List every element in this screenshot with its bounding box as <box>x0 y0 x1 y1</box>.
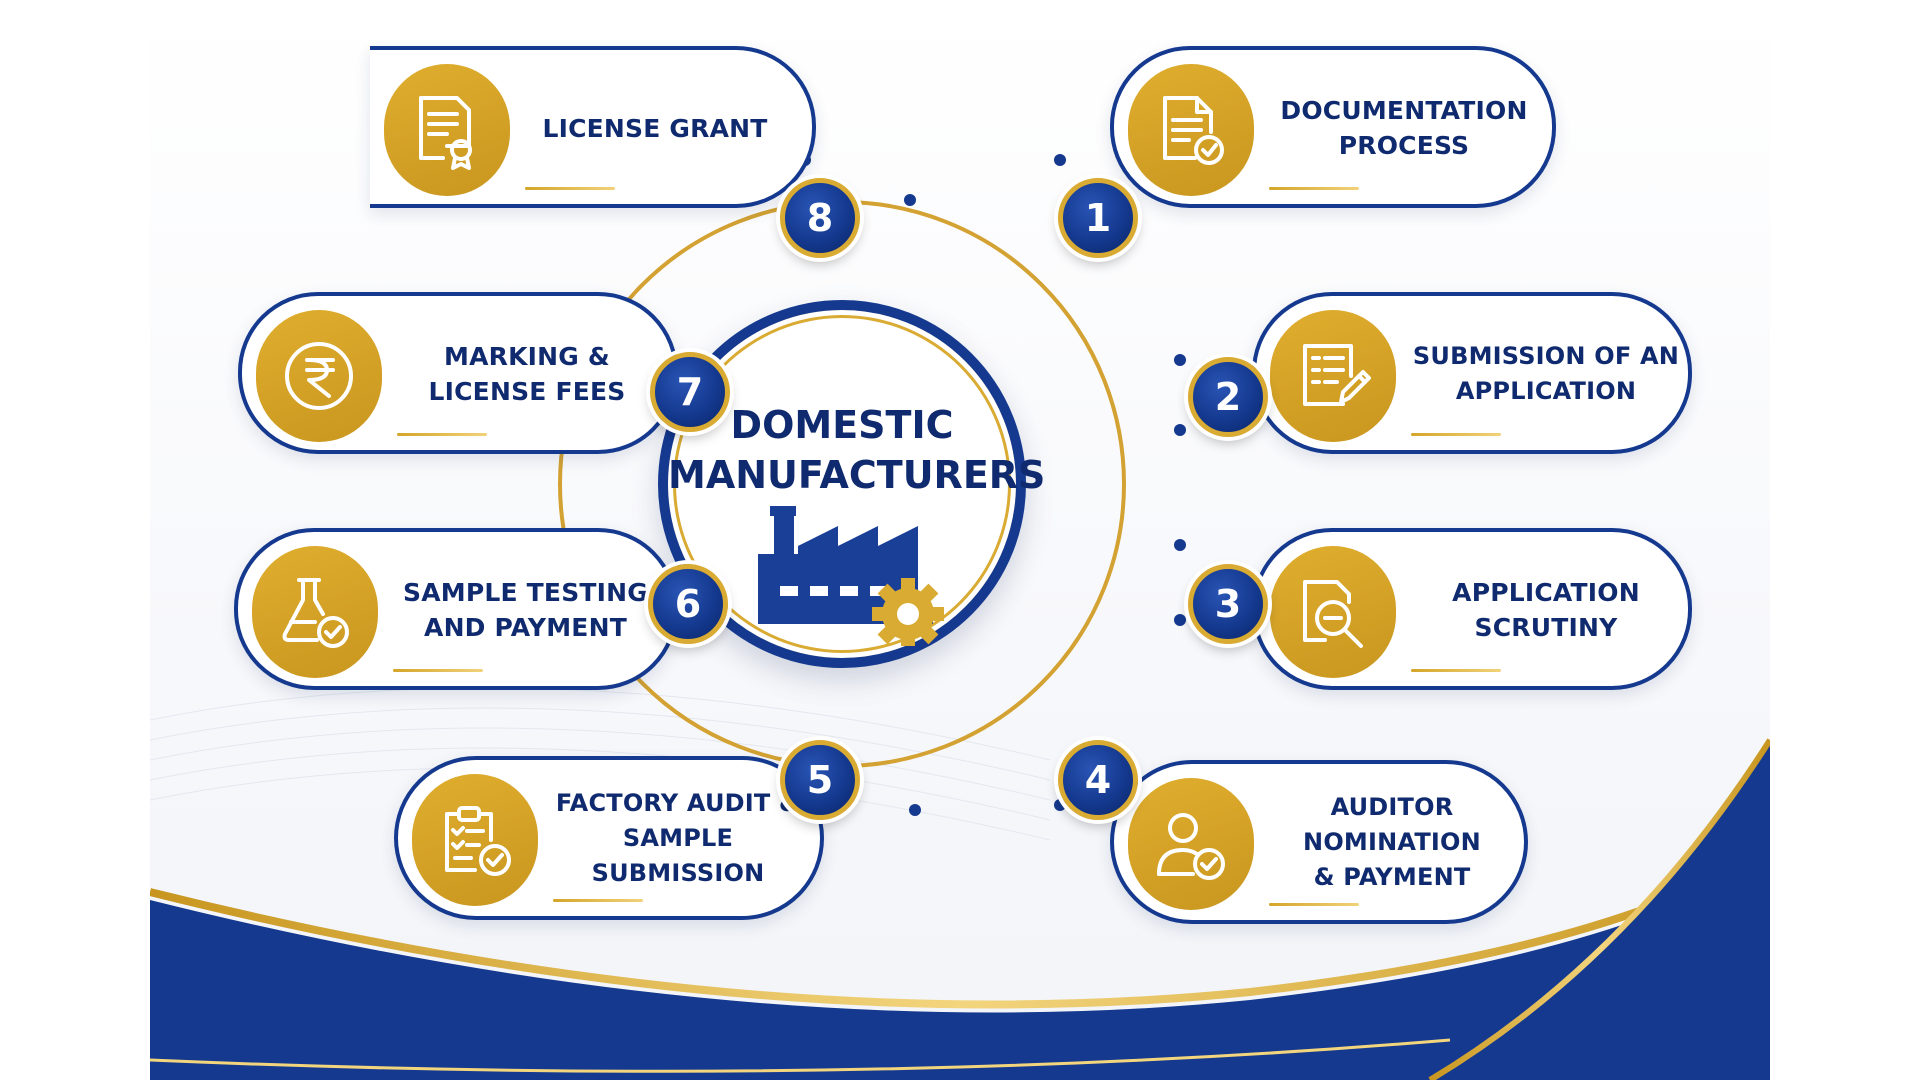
step-5-label: FACTORY AUDIT & SAMPLE SUBMISSION <box>555 788 800 887</box>
factory-gear-icon <box>758 506 944 646</box>
step-8-card: LICENSE GRANT <box>370 46 816 208</box>
bottom-wave <box>150 860 1770 1080</box>
step-8-underline <box>525 187 615 190</box>
step-6-badge: 6 <box>648 564 728 644</box>
step-2-label: SUBMISSION OF AN APPLICATION <box>1412 342 1680 405</box>
clipboard-check-icon <box>445 806 511 876</box>
step-4-badge: 4 <box>1058 740 1138 820</box>
rupee-coin-icon <box>285 342 353 410</box>
step-3-underline <box>1411 669 1501 672</box>
user-check-icon <box>1157 813 1225 880</box>
step-1-badge: 1 <box>1058 178 1138 258</box>
step-7-card: MARKING & LICENSE FEES <box>238 292 678 454</box>
step-4-icon-tile <box>1128 778 1254 910</box>
step-8-icon-tile <box>384 64 510 196</box>
diagram-canvas: DOMESTIC MANUFACTURERS <box>150 0 1770 1080</box>
step-5-icon-tile <box>412 774 538 906</box>
diagram-background <box>150 154 1770 1080</box>
step-6-card: SAMPLE TESTING AND PAYMENT <box>234 528 678 690</box>
step-4-label: AUDITOR NOMINATION & PAYMENT <box>1303 792 1481 891</box>
certificate-icon <box>419 96 472 170</box>
step-3-badge: 3 <box>1188 564 1268 644</box>
step-7-badge: 7 <box>650 352 730 432</box>
step-3-icon-tile <box>1270 546 1396 678</box>
step-7-label: MARKING & LICENSE FEES <box>428 342 626 406</box>
step-2-card: SUBMISSION OF AN APPLICATION <box>1252 292 1692 454</box>
step-8-label: LICENSE GRANT <box>542 113 768 143</box>
step-1-icon-tile <box>1128 64 1254 196</box>
step-4-underline <box>1269 903 1359 906</box>
step-5-badge: 5 <box>780 740 860 820</box>
step-6-label: SAMPLE TESTING AND PAYMENT <box>403 578 648 642</box>
step-2-icon-tile <box>1270 310 1396 442</box>
step-2-badge: 2 <box>1188 357 1268 437</box>
flask-check-icon <box>282 578 349 648</box>
document-check-icon <box>1163 96 1224 165</box>
step-3-label: APPLICATION SCRUTINY <box>1452 578 1640 642</box>
step-1-label: DOCUMENTATION PROCESS <box>1280 96 1528 160</box>
step-1-card: DOCUMENTATION PROCESS <box>1110 46 1556 208</box>
form-pencil-icon <box>1303 344 1371 406</box>
step-5-card: FACTORY AUDIT & SAMPLE SUBMISSION <box>394 756 824 920</box>
step-1-underline <box>1269 187 1359 190</box>
step-4-card: AUDITOR NOMINATION & PAYMENT <box>1110 760 1528 924</box>
step-7-underline <box>397 433 487 436</box>
step-7-icon-tile <box>256 310 382 442</box>
magnifier-document-icon <box>1303 580 1363 648</box>
center-title: DOMESTIC MANUFACTURERS <box>668 403 1046 497</box>
step-3-card: APPLICATION SCRUTINY <box>1252 528 1692 690</box>
step-5-underline <box>553 899 643 902</box>
step-2-underline <box>1411 433 1501 436</box>
step-8-badge: 8 <box>780 178 860 258</box>
step-6-underline <box>393 669 483 672</box>
bottom-wave-gold <box>150 848 1770 1009</box>
step-6-icon-tile <box>252 546 378 678</box>
